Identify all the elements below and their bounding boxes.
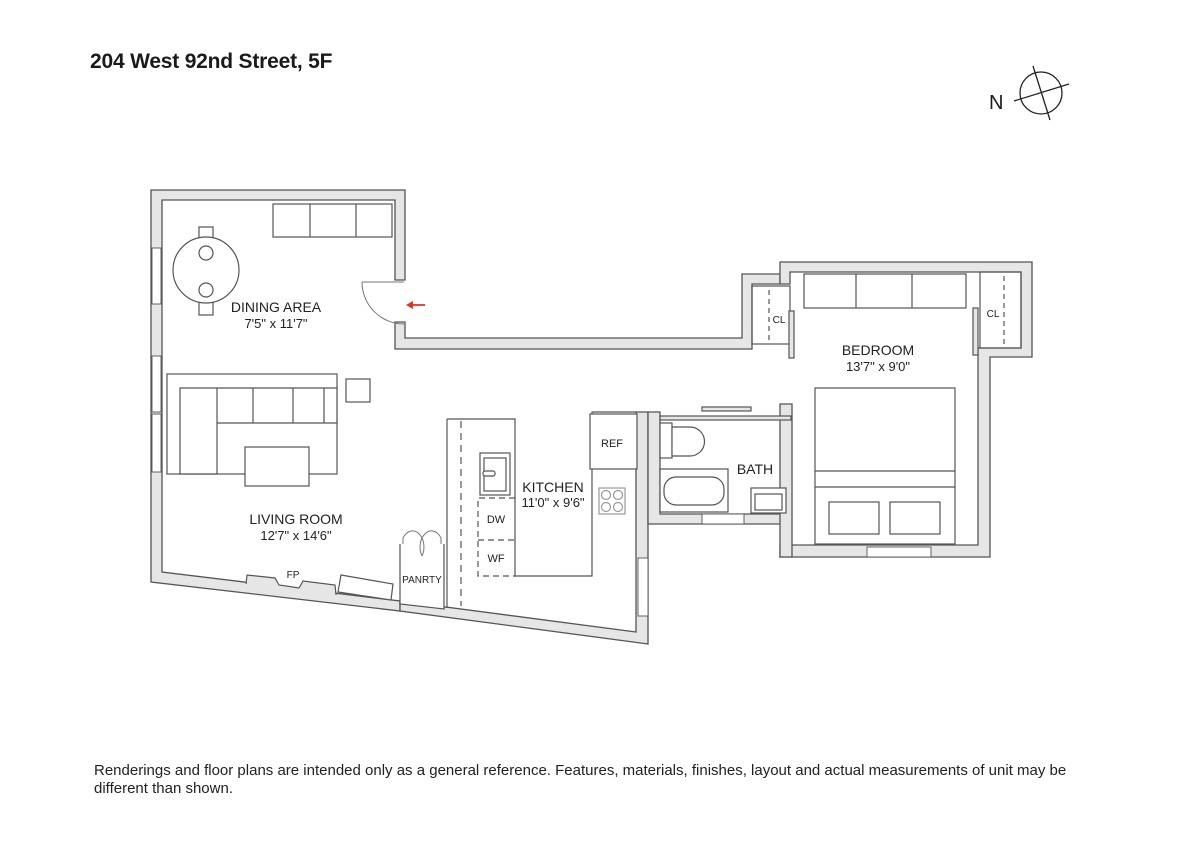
- entry-arrow-icon: [406, 301, 425, 309]
- dining-area-dims: 7'5" x 11'7": [244, 316, 307, 331]
- closet-left-label: CL: [773, 315, 786, 326]
- fireplace-label: FP: [287, 570, 300, 581]
- refrigerator-label: REF: [601, 438, 623, 450]
- dishwasher-label: DW: [487, 514, 506, 526]
- window: [151, 355, 162, 413]
- bedroom-dims: 13'7" x 9'0": [846, 359, 910, 374]
- dining-table: [172, 236, 240, 304]
- media-console: [337, 574, 394, 601]
- north-compass-icon: [1013, 65, 1070, 121]
- living-room-label: LIVING ROOM: [249, 511, 342, 527]
- closet-right-label: CL: [987, 309, 1000, 320]
- pantry-label: PANRTY: [402, 575, 442, 586]
- window: [701, 513, 745, 525]
- side-table: [345, 378, 371, 403]
- disclaimer-text: Renderings and floor plans are intended …: [94, 762, 1067, 797]
- dishwasher: [477, 497, 515, 577]
- living-room-dims: 12'7" x 14'6": [260, 528, 332, 543]
- kitchen-island-counter: [447, 411, 636, 577]
- bedroom-label: BEDROOM: [842, 342, 914, 358]
- refrigerator: [589, 413, 638, 470]
- compass-north-label: N: [989, 92, 1004, 114]
- page-title: 204 West 92nd Street, 5F: [90, 50, 333, 73]
- pantry: [399, 544, 445, 610]
- toilet-bowl: [671, 426, 706, 457]
- dining-area-label: DINING AREA: [231, 299, 322, 315]
- window: [151, 413, 162, 473]
- pillow-right: [889, 501, 941, 535]
- bath-label: BATH: [737, 461, 773, 477]
- window: [637, 557, 649, 617]
- wall-exterior-west: [150, 189, 406, 612]
- kitchen-label: KITCHEN: [522, 479, 583, 495]
- coffee-table: [244, 446, 310, 487]
- window: [151, 247, 162, 305]
- bedroom-dresser: [803, 273, 967, 309]
- toilet-tank: [659, 422, 673, 459]
- kitchen-dims: 11'0" x 9'6": [521, 495, 584, 510]
- dining-sideboard: [272, 203, 393, 238]
- closet-right: [979, 271, 1022, 349]
- wall-bedroom-exterior: [779, 261, 1033, 558]
- fireplace: [245, 574, 337, 596]
- window: [866, 546, 932, 558]
- entry-door-swing: [361, 281, 405, 325]
- wall-corridor: [394, 273, 781, 350]
- pillow-left: [828, 501, 880, 535]
- washer-label: WF: [487, 553, 504, 565]
